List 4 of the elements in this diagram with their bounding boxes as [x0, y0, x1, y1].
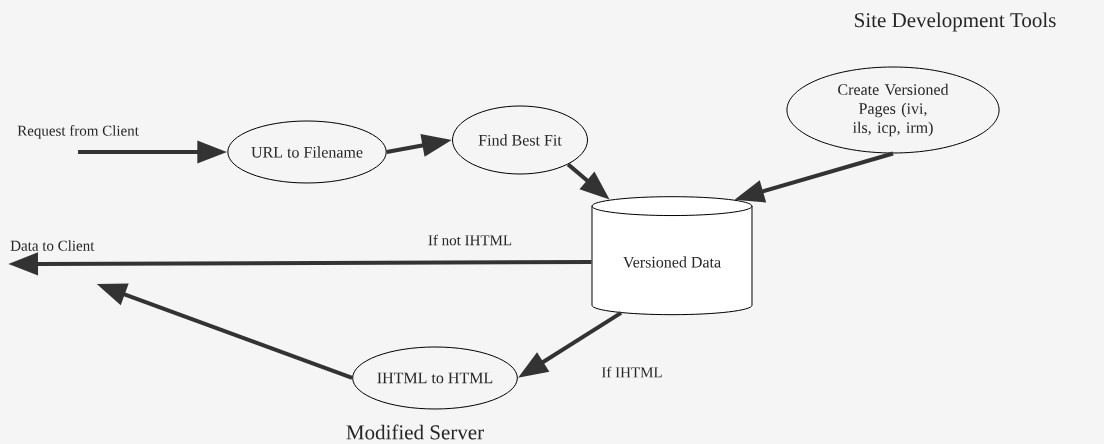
node-text: Data to Client — [10, 240, 95, 251]
database-cylinder: Versioned Data — [591, 196, 753, 316]
node-text: Request from Client — [17, 125, 139, 139]
heading: Site Development Tools — [855, 12, 1056, 32]
